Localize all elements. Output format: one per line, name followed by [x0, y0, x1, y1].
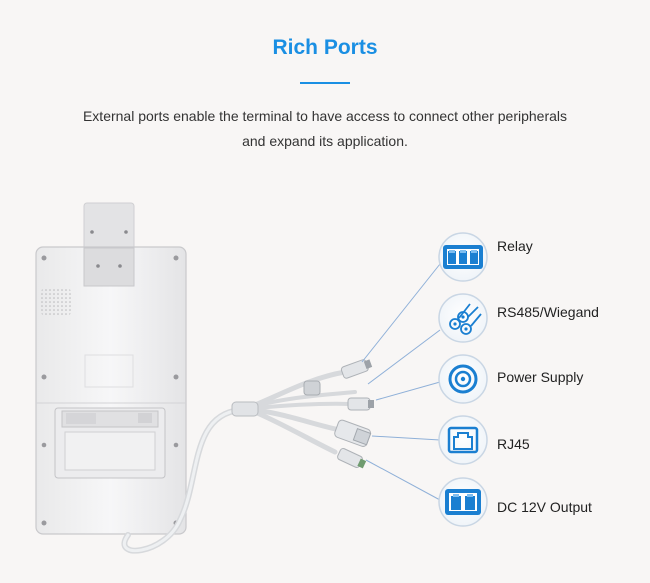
wire-bundle-icon — [438, 293, 488, 343]
terminal-block-icon — [438, 477, 488, 527]
port-label-relay: Relay — [497, 238, 533, 254]
port-label-dc-12v-output: DC 12V Output — [497, 499, 592, 515]
port-label-rs485-wiegand: RS485/Wiegand — [497, 304, 599, 320]
connector-heads — [231, 359, 374, 469]
speaker-grille — [41, 287, 71, 317]
section-description: External ports enable the terminal to ha… — [82, 108, 568, 149]
section-title: Rich Ports — [272, 36, 378, 59]
relay-block-icon — [438, 232, 488, 282]
port-label-power-supply: Power Supply — [497, 369, 584, 385]
power-jack-icon — [438, 354, 488, 404]
cable-harness — [121, 369, 357, 554]
port-label-rj45: RJ45 — [497, 436, 530, 452]
title-underline — [300, 82, 350, 84]
leader-lines — [361, 263, 441, 501]
terminal-device — [35, 202, 187, 535]
ethernet-port-icon — [438, 415, 488, 465]
